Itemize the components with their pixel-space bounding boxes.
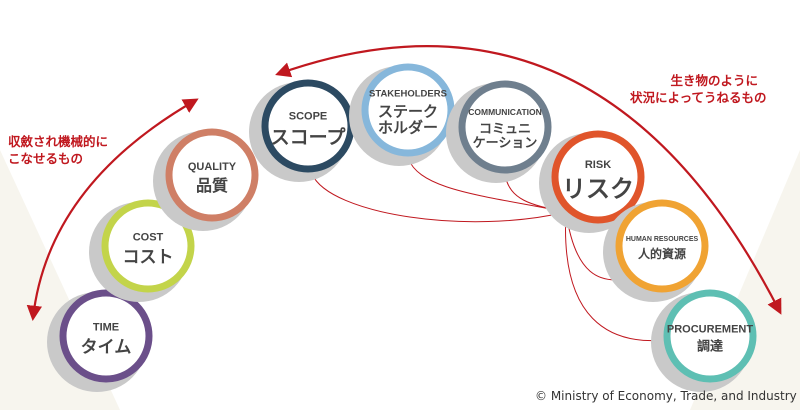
node-label-en-cost: COST [133,232,164,244]
node-face-communication [459,81,551,173]
node-ring-cost [101,199,195,293]
node-label-en-communication: COMMUNICATION [468,107,542,117]
node-face-risk [552,131,644,223]
node-quality: QUALITY 品質 [153,128,259,231]
node-label-en-stakeholders: STAKEHOLDERS [369,88,447,99]
node-label-en-quality: QUALITY [188,161,237,173]
node-label-jp-stakeholders-1: ホルダー [378,118,438,136]
link-risk-to-stakeholders [407,157,567,213]
node-label-jp-human-resources-0: 人的資源 [638,246,686,261]
note-mechanical: 収斂され機械的に こなせるもの [8,133,108,167]
copyright-notice: © Ministry of Economy, Trade, and Indust… [535,389,797,403]
node-face-quality [166,129,258,221]
note-living: 生き物のように 状況によってうねるもの [630,72,767,106]
node-ring-communication [458,80,552,174]
node-face-human-resources [616,200,708,292]
node-ring-procurement [663,289,757,383]
node-ring-risk [551,130,645,224]
note-left-line-1: 収斂され機械的に [8,134,109,149]
node-label-jp-time-0: タイム [81,338,132,358]
node-label-jp-communication-1: ケーション [473,136,538,151]
node-label-en-time: TIME [93,322,119,334]
node-ring-stakeholders [361,63,455,157]
node-face-cost [102,200,194,292]
note-left-line-2: こなせるもの [8,151,84,166]
arc-arrow-left [26,98,199,322]
node-label-jp-cost-0: コスト [123,248,174,268]
node-label-en-risk: RISK [585,159,611,171]
node-label-jp-scope-0: スコープ [271,126,347,149]
node-human-resources: HUMAN RESOURCES 人的資源 [603,199,709,302]
node-label-en-human-resources: HUMAN RESOURCES [626,236,699,243]
node-face-time [60,290,152,382]
node-face-scope [262,80,354,172]
node-label-jp-quality-0: 品質 [196,176,228,195]
link-risk-to-procurement [565,211,666,343]
node-label-en-procurement: PROCUREMENT [667,324,753,336]
node-scope: SCOPE スコープ [249,79,355,182]
node-cost: COST コスト [89,199,195,302]
node-ring-time [59,289,153,383]
node-label-jp-stakeholders-0: ステーク [378,102,438,120]
node-label-en-scope: SCOPE [289,111,328,123]
node-procurement: PROCUREMENT 調達 [651,289,757,392]
knowledge-areas: TIMEタイムCOSTコストQUALITY品質SCOPEスコープSTAKEHOL… [47,63,757,392]
node-risk: RISK リスク [539,130,645,233]
node-label-jp-communication-0: コミュニ [479,122,531,137]
link-risk-to-scope [311,173,567,223]
node-face-stakeholders [362,64,454,156]
arc-arrow-right [275,45,782,315]
node-ring-quality [165,128,259,222]
node-label-jp-risk-0: リスク [562,175,634,203]
node-face-procurement [664,290,756,382]
node-label-jp-procurement-0: 調達 [697,339,723,355]
note-right-line-2: 状況によってうねるもの [630,90,767,105]
node-ring-human-resources [615,199,709,293]
node-time: TIME タイム [47,289,153,392]
note-right-line-1: 生き物のように [670,73,758,88]
